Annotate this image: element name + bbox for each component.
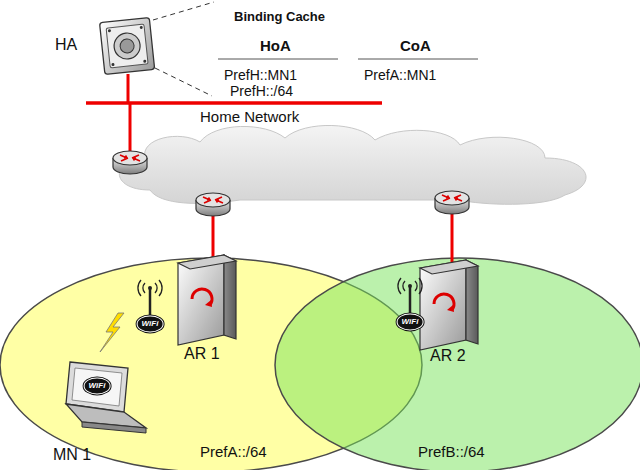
network-prefix: PrefH::/64 (230, 83, 293, 99)
node-label: AR 2 (430, 347, 466, 365)
wifi-logo: WiFi (397, 313, 424, 330)
node-label: PrefA::/64 (200, 443, 267, 460)
network-name: Home Network (200, 108, 299, 125)
table-title: Binding Cache (234, 10, 325, 25)
table-cell: PrefH::MN1 (224, 67, 297, 83)
column-header: HoA (260, 37, 291, 54)
wireless-link-bolt (100, 313, 124, 352)
node-label: AR 1 (184, 345, 220, 363)
node-label: HA (55, 36, 77, 54)
wifi-logo: WiFi (84, 377, 111, 394)
node-label: MN 1 (53, 446, 91, 464)
table-cell: PrefA::MN1 (364, 67, 436, 83)
laptop-icon (66, 362, 146, 433)
ha-device-icon (100, 18, 155, 75)
column-header: CoA (400, 37, 431, 54)
node-label: PrefB::/64 (418, 443, 485, 460)
wifi-logo: WiFi (137, 315, 164, 332)
